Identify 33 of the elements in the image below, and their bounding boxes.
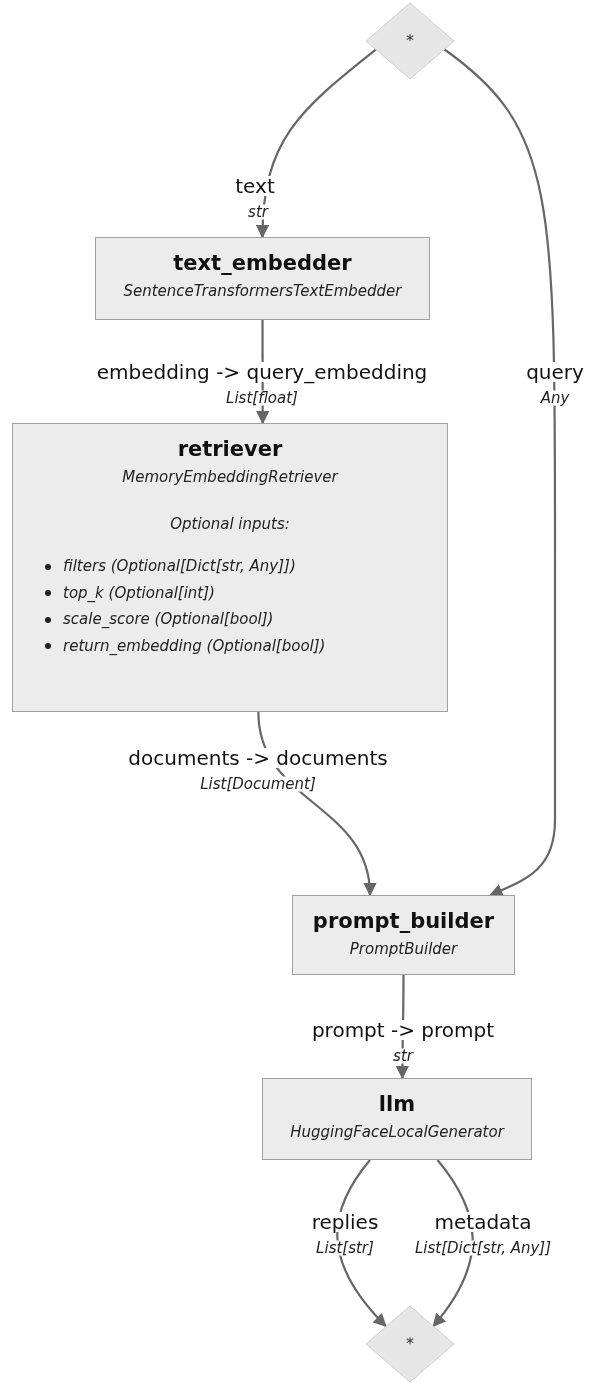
input-item: scale_score (Optional[bool]) <box>63 609 274 631</box>
edge-label: text <box>233 176 277 196</box>
edge-label: documents -> documents <box>126 748 390 768</box>
arrow <box>441 47 557 897</box>
type-label: List[str] <box>314 1240 376 1256</box>
section-heading: Optional inputs: <box>170 513 290 535</box>
component-box <box>95 237 430 320</box>
component-box <box>262 1078 532 1160</box>
type-label: List[float] <box>224 390 300 406</box>
input-item: filters (Optional[Dict[str, Any]]) <box>63 556 296 578</box>
merge-diamond <box>365 1305 455 1383</box>
component-class: HuggingFaceLocalGenerator <box>290 1122 504 1144</box>
input-item: top_k (Optional[int]) <box>63 582 215 604</box>
type-label: List[Document] <box>198 776 318 792</box>
component-name: text_embedder <box>173 250 352 277</box>
merge-diamond <box>365 2 455 80</box>
input-item: return_embedding (Optional[bool]) <box>63 635 326 657</box>
component-class: PromptBuilder <box>349 939 458 961</box>
type-label: List[Dict[str, Any]] <box>412 1240 554 1256</box>
type-label: Any <box>538 390 572 406</box>
component-box <box>12 423 448 712</box>
arrow <box>256 47 379 239</box>
node-text: * <box>406 1333 414 1355</box>
node-text: * <box>406 30 414 52</box>
component-class: MemoryEmbeddingRetriever <box>122 467 338 489</box>
component-name: retriever <box>177 436 283 463</box>
type-label: str <box>391 1048 415 1064</box>
component-class: SentenceTransformersTextEmbedder <box>123 281 402 303</box>
component-box <box>292 895 515 975</box>
type-label: str <box>246 204 270 220</box>
component-name: llm <box>378 1091 416 1118</box>
component-name: prompt_builder <box>312 908 495 935</box>
edge-label: query <box>524 362 586 382</box>
